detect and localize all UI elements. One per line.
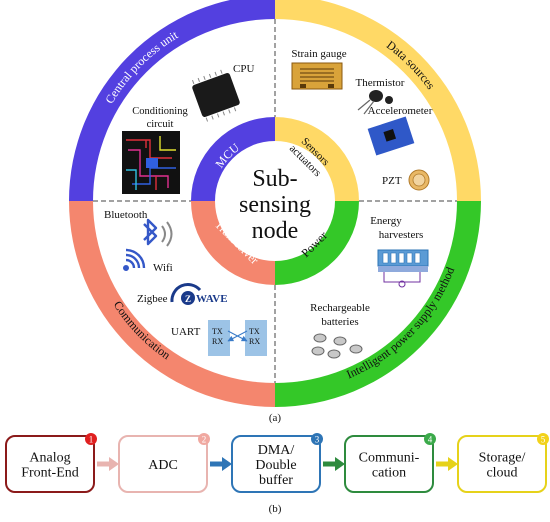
energy-harvester-icon — [377, 249, 429, 288]
flow-step-badge-number: 2 — [202, 435, 207, 445]
bluetooth-icon — [143, 218, 173, 247]
conditioning-line-1: Conditioning — [132, 106, 188, 117]
flow-step-label: Storage/ — [479, 451, 526, 466]
flow-step-box — [118, 435, 208, 493]
wifi-icon — [123, 248, 146, 271]
uart-diagram-icon: TX RX TX RX — [208, 320, 267, 356]
flow-step-label: Analog — [29, 451, 70, 466]
inner-ring — [191, 117, 359, 285]
circuit-board-icon — [122, 131, 180, 194]
flow-step-box — [344, 435, 434, 493]
svg-text:RX: RX — [249, 337, 260, 346]
flow-step-badge — [424, 433, 436, 445]
inner-ring-transceiver — [191, 201, 275, 285]
accelerometer-text: Accelerometer — [368, 105, 433, 117]
flow-step-label: cloud — [486, 466, 517, 481]
flow-step-label: Double — [255, 458, 296, 473]
outer-ring-power-supply — [275, 201, 481, 407]
quadrant-dividers — [93, 19, 457, 383]
flow-arrow-1 — [97, 457, 119, 471]
flow-step-label: Front-End — [21, 466, 79, 481]
thermistor-icon — [357, 90, 393, 115]
energy-line-2: harvesters — [379, 229, 424, 241]
svg-text:Z: Z — [185, 294, 191, 304]
wifi-text: Wifi — [153, 262, 173, 274]
flow-step-box — [5, 435, 95, 493]
center-line-3: node — [252, 218, 299, 244]
flow-step-4: Communi-cation 4 — [344, 433, 436, 493]
accelerometer-icon — [367, 116, 415, 156]
flow-step-badge — [311, 433, 323, 445]
svg-text:WAVE: WAVE — [196, 293, 228, 305]
thermistor-text: Thermistor — [356, 77, 405, 89]
zigbee-text: Zigbee — [137, 293, 168, 305]
flow-step-badge — [537, 433, 549, 445]
flow-step-label: Communi- — [359, 451, 420, 466]
bluetooth-text: Bluetooth — [104, 209, 148, 221]
caption-b: (b) — [269, 503, 282, 515]
caption-a: (a) — [269, 412, 282, 424]
inner-ring-sensors — [275, 117, 359, 201]
center-line-1: Sub- — [252, 166, 297, 192]
center-label: Sub- sensing node — [239, 166, 311, 244]
flow-step-badge-number: 3 — [315, 435, 320, 445]
flow-step-label: cation — [372, 466, 406, 481]
flow-step-box — [457, 435, 547, 493]
flow-step-label: DMA/ — [258, 443, 295, 458]
flow-arrow-4 — [436, 457, 458, 471]
flow-arrow-3 — [323, 457, 345, 471]
batteries-icon — [311, 333, 363, 359]
inner-ring-mcu — [191, 117, 275, 201]
flow-step-5: Storage/cloud 5 — [457, 433, 549, 493]
outer-ring-communication — [69, 201, 275, 407]
strain-gauge-text: Strain gauge — [291, 48, 346, 60]
conditioning-line-2: circuit — [147, 119, 174, 130]
svg-text:TX: TX — [212, 327, 223, 336]
flow-step-badge-number: 1 — [89, 435, 94, 445]
inner-ring-power — [275, 201, 359, 285]
energy-line-1: Energy — [370, 215, 402, 227]
flow-step-label: buffer — [259, 473, 293, 488]
flow-step-badge — [198, 433, 210, 445]
center-line-2: sensing — [239, 192, 311, 218]
strain-gauge-icon — [291, 62, 343, 90]
rechargeable-line-2: batteries — [321, 316, 358, 328]
svg-text:TX: TX — [249, 327, 260, 336]
flow-step-badge — [85, 433, 97, 445]
outer-ring-data-sources — [275, 0, 481, 201]
uart-text: UART — [171, 326, 201, 338]
flow-step-badge-number: 5 — [541, 435, 546, 445]
flow-step-label: ADC — [148, 458, 178, 473]
rechargeable-line-1: Rechargeable — [310, 302, 370, 314]
flow-diagram: AnalogFront-End1ADC2DMA/Doublebuffer3Com… — [5, 433, 549, 493]
cpu-chip-icon — [192, 69, 240, 122]
flow-step-badge-number: 4 — [428, 435, 433, 445]
flow-step-2: ADC 2 — [118, 433, 210, 493]
central-process-unit-label: Central process unit — [102, 27, 181, 106]
pzt-icon — [408, 169, 430, 191]
pzt-text: PZT — [382, 175, 402, 187]
flow-arrow-2 — [210, 457, 232, 471]
svg-text:RX: RX — [212, 337, 223, 346]
cpu-text: CPU — [233, 63, 254, 75]
flow-step-box — [231, 435, 321, 493]
zwave-logo-icon: Z WAVE — [170, 283, 228, 305]
outer-ring-central-process-unit — [69, 0, 275, 201]
outer-ring — [69, 0, 481, 407]
